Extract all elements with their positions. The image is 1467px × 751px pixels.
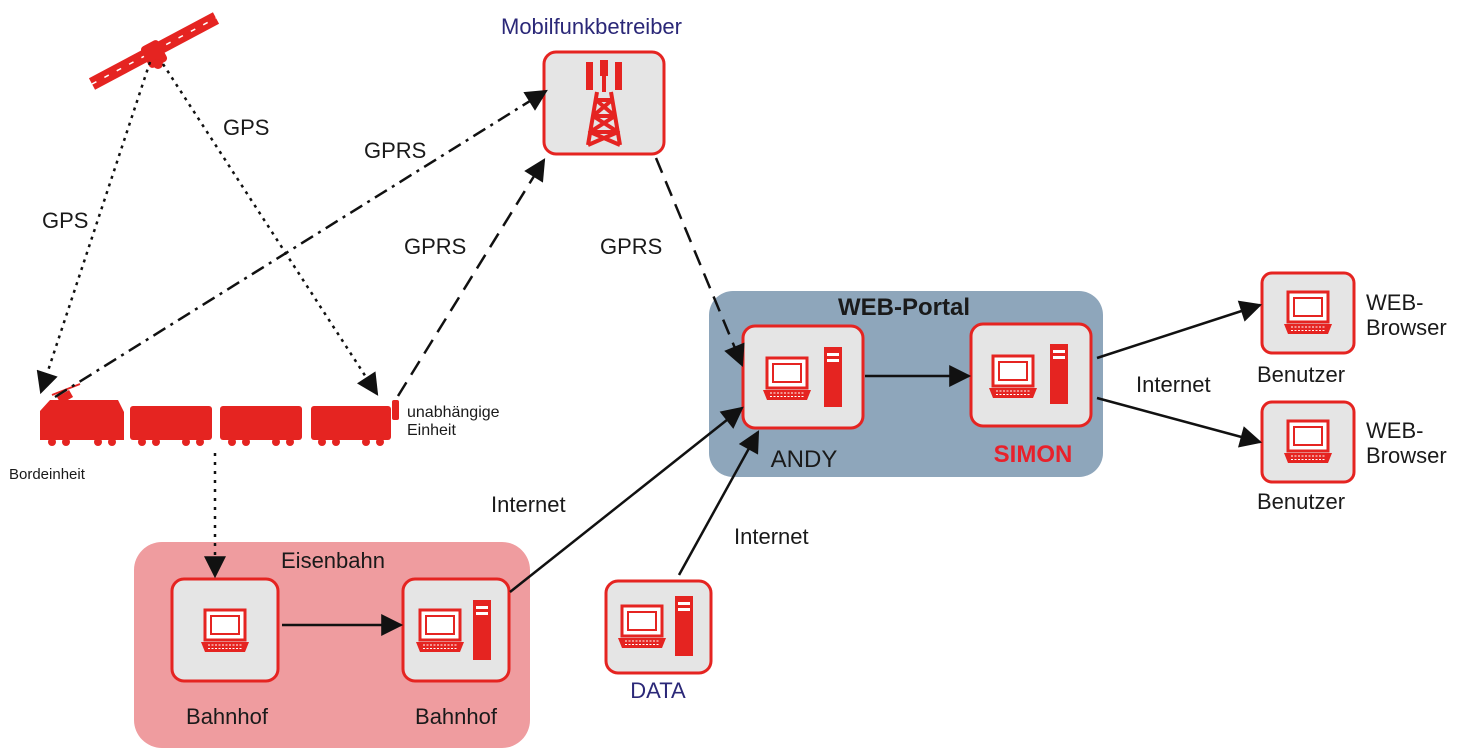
gps-link-onboard [36,61,152,395]
laptop-icon [199,608,251,654]
user-2-browser-label: WEB-Browser [1366,418,1447,469]
gprs-label-onboard: GPRS [364,138,427,163]
desktop-computer-icon [675,596,693,656]
desktop-computer-icon [824,347,842,407]
laptop-icon [414,608,466,654]
laptop-icon [761,356,813,402]
mobile-operator-label: Mobilfunkbetreiber [501,14,682,39]
gprs-link-independent [396,158,546,397]
user-1-computer [1260,271,1356,355]
train-icon [40,383,399,446]
user-2-computer [1260,400,1356,484]
independent-unit-label: unabhängige Einheit [407,404,500,440]
radio-tower-icon [586,60,622,147]
data-to-andy-link [677,430,760,576]
independent-unit-device [392,400,399,420]
desktop-computer-icon [473,600,491,660]
data-server [604,579,713,675]
gprs-label-independent: GPRS [404,234,467,259]
user-1-browser-label: WEB-Browser [1366,290,1447,341]
station-b-server [401,577,511,683]
simon-server [969,322,1093,428]
simon-label: SIMON [993,441,1073,468]
internet-label-data: Internet [734,524,809,549]
station-b-label: Bahnhof [415,704,497,729]
andy-server [741,324,865,430]
gps-label-left: GPS [42,208,89,233]
satellite-icon [88,12,220,90]
user-2-label: Benutzer [1257,489,1346,514]
desktop-computer-icon [1050,344,1068,404]
gps-link-independent [161,63,379,396]
gprs-label-portal: GPRS [600,234,663,259]
gprs-link-onboard [54,89,548,399]
internet-label-railway: Internet [491,492,566,517]
station-a-computer [170,577,280,683]
laptop-icon [1282,419,1334,465]
internet-label-users: Internet [1136,372,1211,397]
railway-to-andy-link [509,406,744,593]
station-a-label: Bahnhof [186,704,268,729]
laptop-icon [616,604,668,650]
gps-label-right: GPS [223,115,270,140]
railway-title: Eisenbahn [281,548,385,573]
onboard-unit-label: Bordeinheit [9,466,85,483]
laptop-icon [987,354,1039,400]
simon-to-user1-link [1096,300,1263,360]
andy-label: ANDY [770,446,838,473]
data-label: DATA [630,678,686,703]
web-portal-title: WEB-Portal [838,294,970,321]
simon-to-user2-link [1096,396,1263,448]
laptop-icon [1282,290,1334,336]
user-1-label: Benutzer [1257,362,1346,387]
gprs-link-portal [654,157,745,368]
